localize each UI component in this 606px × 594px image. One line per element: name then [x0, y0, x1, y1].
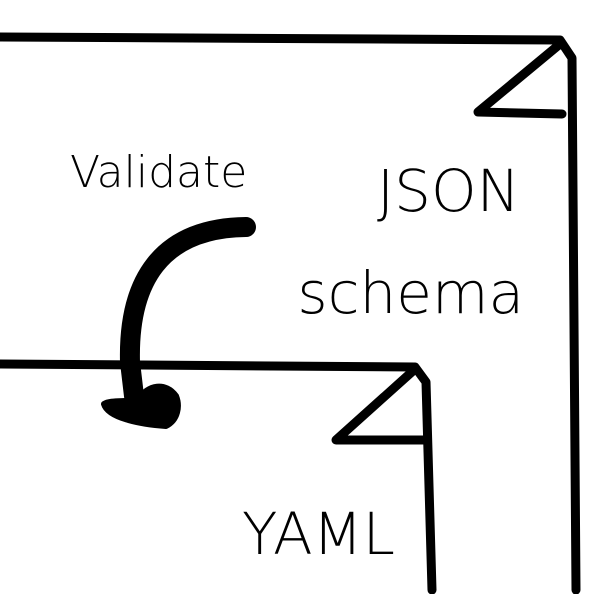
validate-label: Validate [70, 147, 247, 198]
yaml-document-folded-corner-icon [331, 365, 429, 445]
validate-arrow-shaft [119, 217, 256, 406]
json-schema-document: JSON schema [0, 32, 581, 594]
validate-arrow-head-icon [101, 383, 181, 429]
yaml-document-outline [0, 359, 437, 594]
schema-document-outline [0, 32, 581, 594]
schema-title-line1: JSON [377, 157, 520, 225]
validate-arrow: Validate [70, 147, 256, 429]
yaml-title: YAML [242, 500, 395, 568]
schema-title-line2: schema [297, 259, 524, 327]
schema-document-folded-corner-icon [473, 39, 567, 119]
yaml-document: YAML [0, 359, 437, 594]
